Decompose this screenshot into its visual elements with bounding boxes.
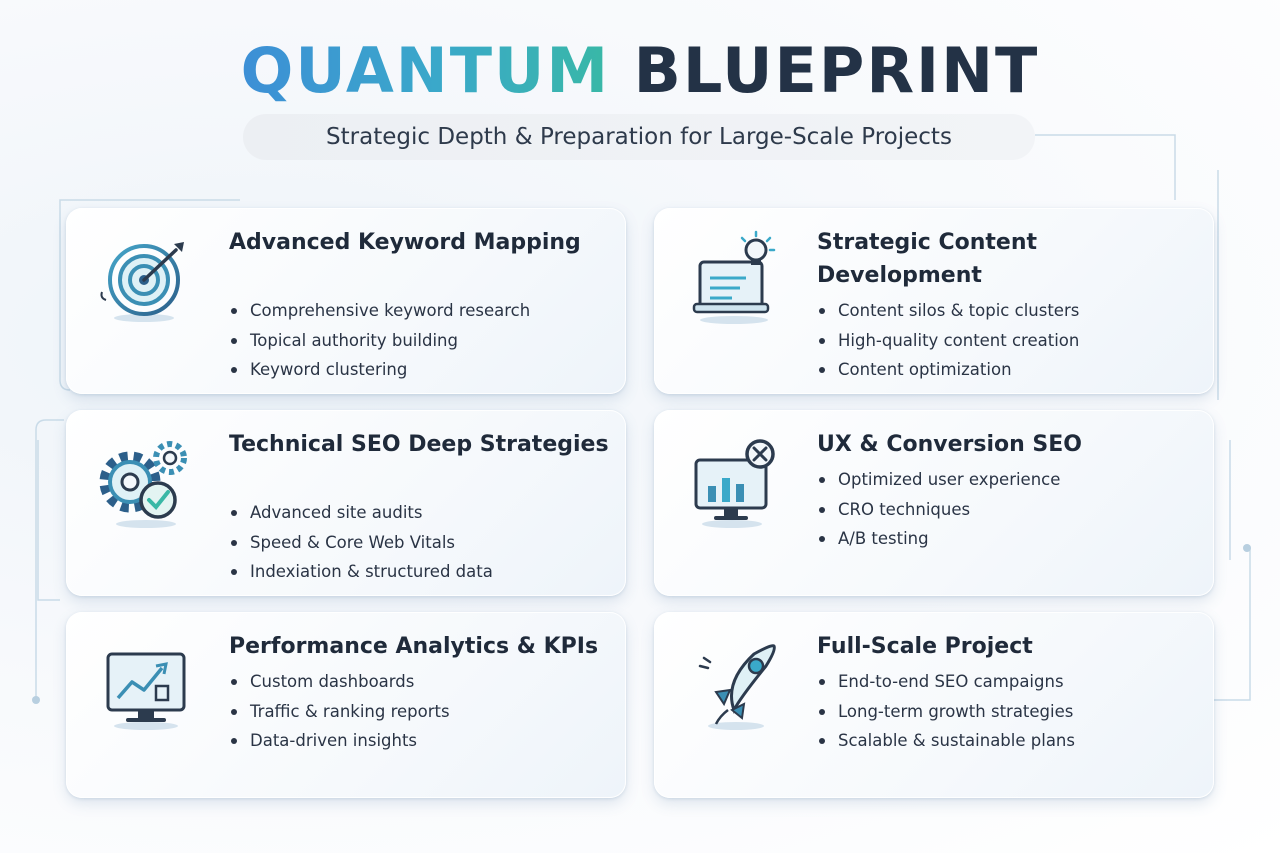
list-item: Traffic & ranking reports <box>229 697 450 727</box>
list-item: Optimized user experience <box>817 465 1060 495</box>
card-ux-conversion: UX & Conversion SEO Optimized user exper… <box>654 410 1214 596</box>
card-title: Performance Analytics & KPIs <box>229 634 599 659</box>
subtitle-pill: Strategic Depth & Preparation for Large-… <box>243 114 1035 160</box>
card-title: Full-Scale Project <box>817 634 1033 659</box>
page-title: QUANTUM BLUEPRINT <box>0 32 1280 110</box>
card-content-development: Strategic Content Development Content si… <box>654 208 1214 394</box>
card-list: Advanced site audits Speed & Core Web Vi… <box>229 498 493 587</box>
card-list: End-to-end SEO campaigns Long-term growt… <box>817 667 1075 756</box>
list-item: Comprehensive keyword research <box>229 296 530 326</box>
analytics-monitor-icon <box>96 632 196 732</box>
list-item: Speed & Core Web Vitals <box>229 528 493 558</box>
subtitle-text: Strategic Depth & Preparation for Large-… <box>326 124 952 150</box>
list-item: Advanced site audits <box>229 498 493 528</box>
list-item: End-to-end SEO campaigns <box>817 667 1075 697</box>
card-list: Comprehensive keyword research Topical a… <box>229 296 530 385</box>
content-lightbulb-icon <box>684 228 784 328</box>
list-item: A/B testing <box>817 524 1060 554</box>
card-list: Optimized user experience CRO techniques… <box>817 465 1060 554</box>
list-item: Content optimization <box>817 355 1079 385</box>
list-item: High-quality content creation <box>817 326 1079 356</box>
title-quantum: QUANTUM <box>240 34 611 107</box>
list-item: Data-driven insights <box>229 726 450 756</box>
list-item: Keyword clustering <box>229 355 530 385</box>
title-blueprint: BLUEPRINT <box>633 34 1040 107</box>
card-title: Strategic Content Development <box>817 230 1038 288</box>
card-list: Content silos & topic clusters High-qual… <box>817 296 1079 385</box>
card-performance-analytics: Performance Analytics & KPIs Custom dash… <box>66 612 626 798</box>
rocket-icon <box>684 632 784 732</box>
list-item: Custom dashboards <box>229 667 450 697</box>
card-title: Advanced Keyword Mapping <box>229 230 581 255</box>
list-item: CRO techniques <box>817 495 1060 525</box>
list-item: Indexiation & structured data <box>229 557 493 587</box>
card-title: UX & Conversion SEO <box>817 432 1083 457</box>
list-item: Topical authority building <box>229 326 530 356</box>
card-technical-seo: Technical SEO Deep Strategies Advanced s… <box>66 410 626 596</box>
target-icon <box>96 228 196 328</box>
list-item: Content silos & topic clusters <box>817 296 1079 326</box>
card-list: Custom dashboards Traffic & ranking repo… <box>229 667 450 756</box>
card-keyword-mapping: Advanced Keyword Mapping Comprehensive k… <box>66 208 626 394</box>
gears-icon <box>96 430 196 530</box>
card-full-scale-project: Full-Scale Project End-to-end SEO campai… <box>654 612 1214 798</box>
monitor-chart-icon <box>684 430 784 530</box>
list-item: Long-term growth strategies <box>817 697 1075 727</box>
list-item: Scalable & sustainable plans <box>817 726 1075 756</box>
card-title: Technical SEO Deep Strategies <box>229 432 609 457</box>
